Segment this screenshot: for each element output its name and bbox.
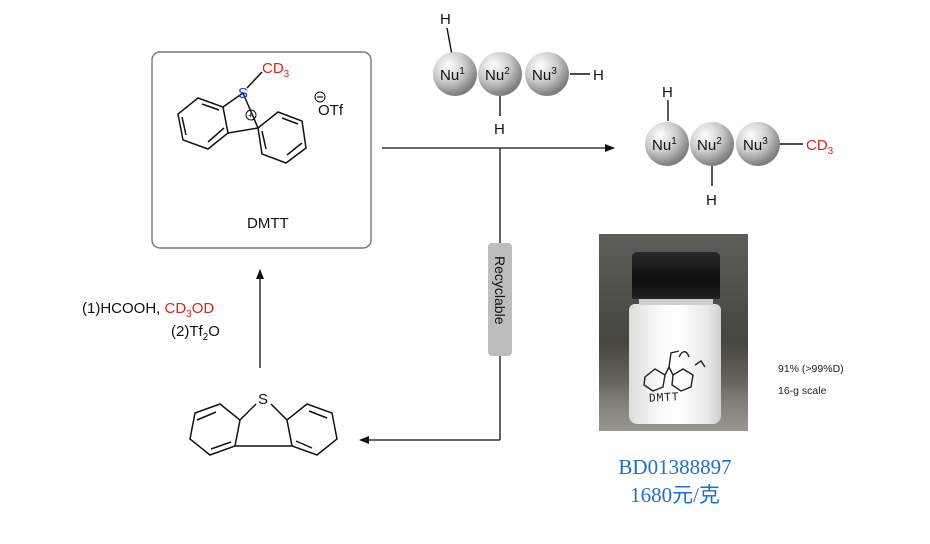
vial-cap	[632, 252, 720, 299]
product-cd3-group: CD3	[806, 137, 834, 157]
product-nu3-ball	[736, 122, 780, 166]
recyclable-tag: Recyclable	[488, 243, 512, 356]
nu2-ball	[478, 52, 522, 96]
dibenzothiophene-molecule: S	[189, 391, 338, 456]
condition-step-2: (2)Tf2O	[171, 323, 220, 343]
recyclable-label: Recyclable	[492, 256, 508, 325]
positive-charge-icon	[245, 109, 257, 121]
dmtt-reagent-box: S CD3 + OTf DMTT	[151, 51, 372, 249]
handwritten-structure-icon	[643, 350, 706, 392]
product-photo: DMTT	[599, 234, 748, 431]
sulfur-atom: S	[238, 85, 248, 102]
scale-note: 16-g scale	[778, 385, 827, 397]
nu3-ball	[525, 52, 569, 96]
catalog-number: BD01388897	[618, 455, 732, 479]
h-atom-right: H	[593, 67, 604, 84]
yield-note: 91% (>99%D)	[778, 363, 844, 375]
positive-charge-sign: +	[248, 111, 253, 121]
nu1-label: Nu1	[440, 66, 465, 84]
product-nu1-label: Nu1	[652, 136, 677, 154]
nu3-label: Nu3	[532, 66, 557, 84]
product-nu2-label: Nu2	[697, 136, 722, 154]
negative-charge-icon	[314, 91, 326, 103]
nu1-ball	[433, 52, 477, 96]
dibenzothiophene-sulfur: S	[258, 391, 268, 408]
substrate-molecule: Nu1 Nu2 Nu3 H H H	[433, 11, 604, 138]
h-atom-bottom: H	[494, 121, 505, 138]
product-h-bottom: H	[706, 192, 717, 209]
product-nu1-ball	[645, 122, 689, 166]
condition-step-1: (1)HCOOH, CD3OD	[82, 300, 214, 320]
vial-body	[629, 304, 721, 424]
triflate-counterion: OTf	[318, 102, 344, 119]
product-molecule: Nu1 Nu2 Nu3 H H CD3	[645, 84, 834, 209]
product-nu2-ball	[690, 122, 734, 166]
product-h-top: H	[662, 84, 673, 101]
h-atom-top: H	[440, 11, 451, 28]
vial-handwritten-label: DMTT	[648, 390, 680, 405]
nu2-label: Nu2	[485, 66, 510, 84]
s-cd3-bond	[246, 71, 263, 89]
cd3-group: CD3	[262, 60, 290, 80]
product-nu3-label: Nu3	[743, 136, 768, 154]
price-label: 1680元/克	[630, 483, 720, 507]
dmtt-name-label: DMTT	[247, 215, 289, 232]
